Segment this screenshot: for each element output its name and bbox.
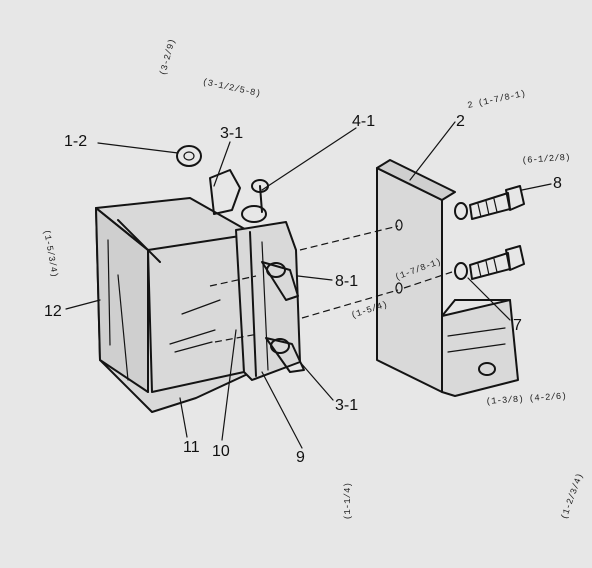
leader-lines [65, 121, 552, 449]
note-9: (1-1/4) [343, 482, 353, 520]
bolt-7 [454, 245, 525, 280]
callouts: 1-2 3-1 4-1 2 8 8-1 7 12 11 10 9 3-1 [44, 113, 562, 466]
note-2: (3-1/2/5-8) [201, 77, 261, 99]
note-5: (1-5/3/4) [41, 229, 59, 279]
note-10: (1-2/3/4) [559, 472, 585, 521]
mounting-bracket [376, 159, 519, 397]
note-3: 2 (1-7/8-1) [467, 89, 527, 111]
relay-housing [95, 197, 253, 413]
callout-8: 8 [553, 175, 562, 192]
callout-9: 9 [296, 449, 305, 466]
callout-3-1-bottom: 3-1 [335, 397, 358, 414]
callout-4-1: 4-1 [352, 113, 375, 130]
bolt-8 [454, 185, 525, 220]
note-1: (3-2/9) [158, 38, 177, 77]
note-4: (6-1/2/8) [522, 153, 571, 166]
callout-10: 10 [212, 443, 230, 460]
terminal-block [235, 221, 305, 381]
callout-8-1: 8-1 [335, 273, 358, 290]
callout-1-2: 1-2 [64, 133, 87, 150]
assembly-lines [209, 225, 453, 343]
callout-7: 7 [513, 317, 522, 334]
callout-3-1-top: 3-1 [220, 125, 243, 142]
note-8: (1-3/8) (4-2/6) [486, 391, 568, 407]
callout-11: 11 [183, 439, 200, 456]
callout-2: 2 [456, 113, 465, 130]
callout-12: 12 [44, 303, 62, 320]
top-studs [176, 145, 269, 223]
